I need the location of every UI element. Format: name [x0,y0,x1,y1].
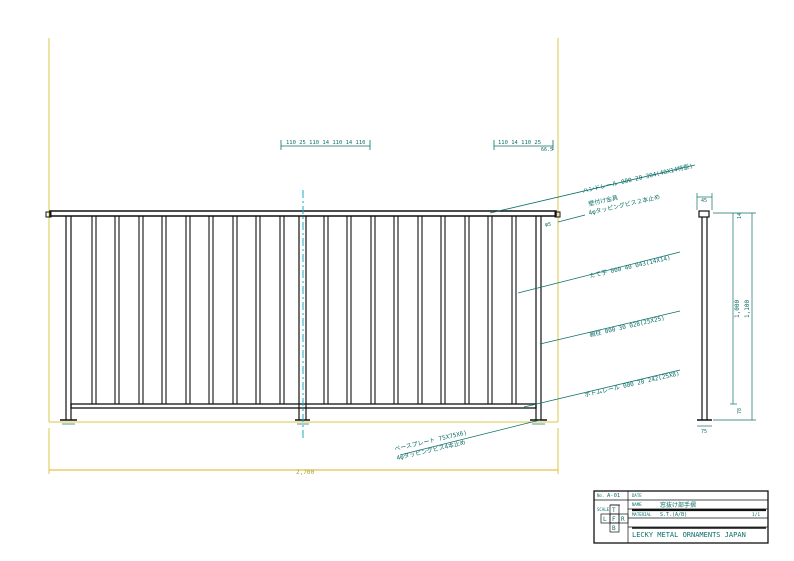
side-bottom-offset: 78 [737,408,743,414]
name-label: NAME [632,502,642,507]
side-view: 45 14 1,000 1,100 78 75 [696,193,756,435]
sheet-no-label: No. [597,493,604,498]
side-top-offset: 14 [737,213,743,219]
side-top-width: 45 [701,198,707,204]
company-name: LECKY METAL ORNAMENTS JAPAN [632,531,746,539]
drawing-name: 窓抜け部手摺 [660,501,696,509]
projection-right: R [621,516,625,523]
material-label: MATERIAL [632,512,652,517]
balusters [91,216,517,404]
side-base-width: 75 [701,429,707,435]
side-height-total: 1,100 [744,300,751,318]
top-dimension-right: 110 14 110 25 66.5 [493,140,554,153]
side-height-upper: 1,000 [734,300,741,318]
projection-bottom: B [612,525,616,532]
top-dimension-left: 110 25 110 14 110 14 110 [280,140,371,150]
overall-dimension: 2,700 [49,469,558,476]
callout-stopper: φ5 [545,222,551,228]
projection-front: F [612,516,616,523]
date-label: DATE [632,493,642,498]
projection-top: T [612,507,616,514]
material-value: S.T.(A/B) [660,512,687,518]
callout-baluster: たて子 000 40 043(14X14) [589,254,671,279]
callout-handrail: ハンドレール 000 20 304(40X14特型) [582,162,694,195]
overall-width-label: 2,700 [296,469,314,476]
sheet-no: A-01 [607,493,620,499]
page-label: 1/1 [752,512,760,518]
callout-bottom-rail: ボトムレール 000 20 242(25X8) [584,369,681,399]
top-dimension-left-label: 110 25 110 14 110 14 110 [286,140,365,146]
callout-leaders [399,164,696,456]
title-block: No. A-01 DATE SCALE T L F R B NAME 窓抜け部手… [593,490,769,544]
top-dimension-right-end: 66.5 [541,147,553,153]
callout-post: 親柱 000 30 028(25X25) [589,314,666,339]
scale-label: SCALE [597,507,610,512]
projection-left: L [603,516,607,523]
top-dimension-right-label: 110 14 110 25 [498,140,541,146]
